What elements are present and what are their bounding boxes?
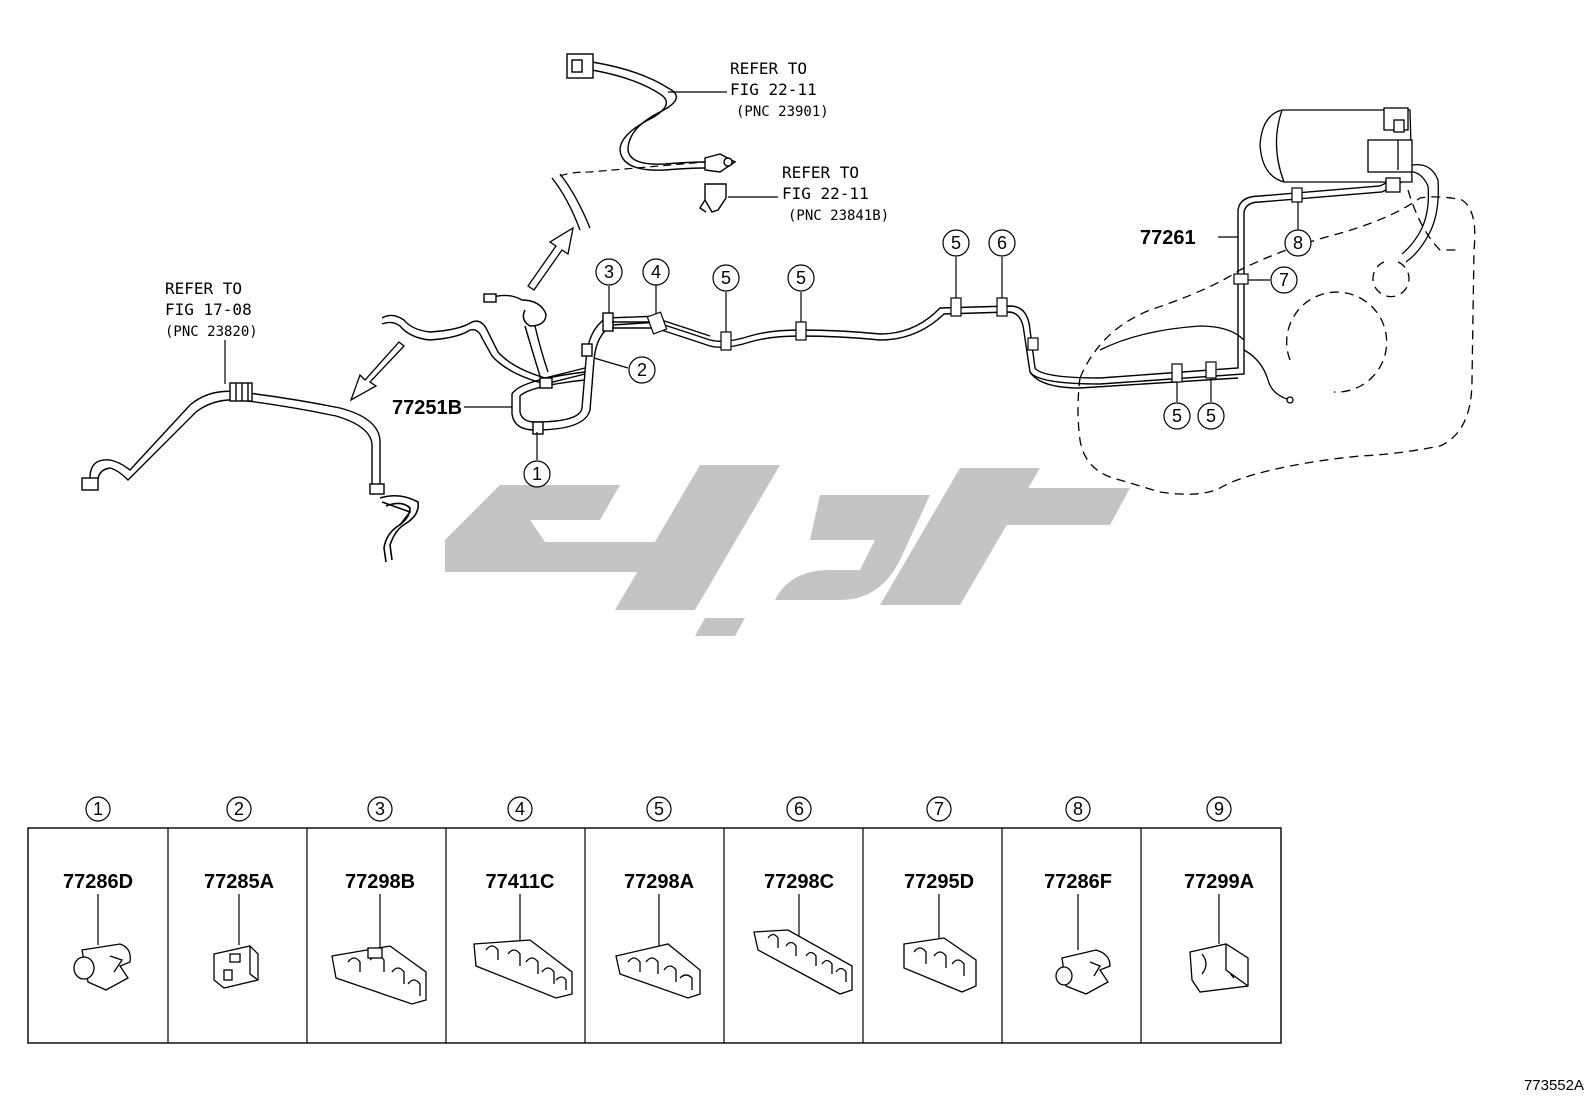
clamp-icon-77298c (753, 929, 853, 995)
svg-text:5: 5 (654, 799, 664, 819)
svg-text:1: 1 (93, 799, 103, 819)
svg-text:6: 6 (997, 233, 1007, 253)
clamp-icon-77286d (73, 943, 131, 991)
clamp-icon-77285a (213, 945, 259, 989)
svg-text:REFER TO: REFER TO (730, 59, 807, 78)
svg-text:5: 5 (1206, 406, 1216, 426)
svg-text:6: 6 (794, 799, 804, 819)
svg-text:77286F: 77286F (1044, 871, 1112, 893)
table-col-9: 9 77299A (1184, 796, 1254, 993)
svg-text:77298A: 77298A (624, 871, 694, 893)
callout-5a: 5 (712, 264, 740, 332)
svg-text:REFER TO: REFER TO (165, 279, 242, 298)
svg-text:77295D: 77295D (904, 871, 974, 893)
callout-5c: 6 (988, 229, 1016, 298)
callout-3: 3 (595, 258, 623, 313)
table-col-5: 5 77298A (615, 796, 701, 999)
figure-id: 773552A (1524, 1077, 1584, 1094)
callout-1: 1 (523, 432, 551, 488)
callout-7: 5 (1197, 378, 1225, 430)
svg-text:REFER TO: REFER TO (782, 163, 859, 182)
clamp-icon-77286f (1055, 949, 1111, 995)
table-col-2: 2 77285A (204, 796, 274, 989)
svg-text:77285A: 77285A (204, 871, 274, 893)
svg-text:7: 7 (1279, 270, 1289, 290)
svg-text:FIG 22-11: FIG 22-11 (730, 80, 817, 99)
clamp-icon-77298b (331, 945, 427, 1005)
pipe-77251b (381, 293, 661, 435)
callout-2: 2 (593, 356, 656, 384)
svg-text:(PNC 23820): (PNC 23820) (165, 324, 258, 340)
fuel-tank-outline (1077, 189, 1476, 495)
svg-text:4: 4 (651, 262, 661, 282)
clamp-icon-77298a (615, 943, 701, 999)
reference-fig17-23820: REFER TO FIG 17-08 (PNC 23820) (165, 279, 258, 384)
connector-23841b (699, 183, 727, 213)
table-col-7: 7 77295D (903, 796, 977, 993)
svg-text:8: 8 (1293, 233, 1303, 253)
pipe-clamps (646, 187, 1303, 383)
svg-text:(PNC 23841B): (PNC 23841B) (788, 208, 889, 224)
part-label-77261: 77261 (1140, 227, 1196, 249)
left-hose-bend (379, 494, 420, 563)
tank-inner-tube (1099, 163, 1439, 404)
svg-text:5: 5 (951, 233, 961, 253)
callout-8: 7 (1248, 266, 1298, 294)
filler-pipe-fragment (551, 173, 591, 231)
left-fuel-pipe (81, 382, 385, 495)
part-label-77251b: 77251B (392, 397, 462, 419)
svg-text:4: 4 (515, 799, 525, 819)
svg-text:3: 3 (375, 799, 385, 819)
callout-9: 8 (1284, 202, 1312, 257)
table-col-1: 1 77286D (63, 796, 133, 991)
svg-text:3: 3 (604, 262, 614, 282)
svg-text:FIG 22-11: FIG 22-11 (782, 184, 869, 203)
svg-text:77286D: 77286D (63, 871, 133, 893)
callout-4: 4 (642, 258, 670, 314)
arrow-down-left (349, 341, 405, 402)
table-col-4: 4 77411C (473, 796, 573, 999)
svg-text:FIG 17-08: FIG 17-08 (165, 300, 252, 319)
svg-text:77298C: 77298C (764, 871, 834, 893)
svg-text:77298B: 77298B (345, 871, 415, 893)
arrow-up (527, 226, 574, 291)
table-col-3: 3 77298B (331, 796, 427, 1005)
table-col-8: 8 77286F (1044, 796, 1112, 995)
svg-text:2: 2 (637, 360, 647, 380)
svg-text:5: 5 (796, 268, 806, 288)
svg-text:1: 1 (532, 464, 542, 484)
reference-fig22-23901: REFER TO FIG 22-11 (PNC 23901) (668, 59, 829, 120)
dashed-leader-upper (559, 161, 706, 177)
svg-text:5: 5 (1172, 406, 1182, 426)
upper-hose (566, 53, 737, 173)
callout-5b: 5 (787, 264, 815, 322)
reference-fig22-23841b: REFER TO FIG 22-11 (PNC 23841B) (728, 163, 889, 224)
charcoal-canister (1259, 107, 1413, 193)
clamp-icon-77295d (903, 937, 977, 993)
callout-5d: 5 (1163, 382, 1191, 430)
watermark-logo (445, 465, 1130, 636)
svg-text:5: 5 (721, 268, 731, 288)
svg-text:2: 2 (234, 799, 244, 819)
clamp-icon-77299a (1189, 943, 1249, 993)
svg-text:77411C: 77411C (486, 871, 555, 893)
clamp-table (27, 827, 1282, 1044)
callout-6: 5 (942, 229, 970, 298)
table-col-6: 6 77298C (753, 796, 853, 995)
svg-text:7: 7 (934, 799, 944, 819)
svg-text:8: 8 (1073, 799, 1083, 819)
clamp-icon-77411c (473, 939, 573, 999)
svg-text:9: 9 (1214, 799, 1224, 819)
svg-text:77299A: 77299A (1184, 871, 1254, 893)
svg-text:(PNC 23901): (PNC 23901) (736, 104, 829, 120)
